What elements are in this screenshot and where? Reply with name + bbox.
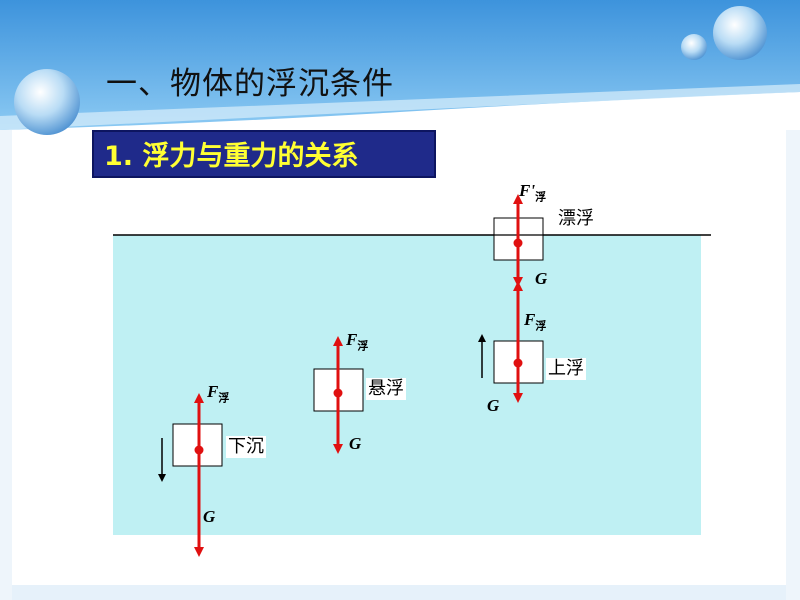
- rise-gravity-label: G: [487, 396, 500, 415]
- sink-gravity-label: G: [203, 507, 216, 526]
- bottom-edge: [0, 585, 800, 600]
- float-gravity-label: G: [535, 269, 548, 288]
- header-orb-right: [713, 6, 767, 60]
- sink-buoyancy-label: F浮: [207, 382, 230, 405]
- right-edge: [786, 130, 800, 600]
- header-orb-left: [14, 69, 80, 135]
- float-state-label: 漂浮: [558, 208, 594, 229]
- header-orb-small: [681, 34, 707, 60]
- suspend-gravity-label: G: [349, 434, 362, 453]
- rise-buoyancy-label: F浮: [524, 310, 547, 333]
- slide-subtitle: 1. 浮力与重力的关系: [104, 141, 359, 172]
- suspend-state-label: 悬浮: [366, 378, 406, 400]
- sink-state-label: 下沉: [226, 436, 266, 458]
- header-band: [0, 0, 800, 130]
- water-region: [113, 235, 701, 535]
- suspend-center-dot: [333, 388, 343, 398]
- slide-title: 一、物体的浮沉条件: [106, 66, 394, 102]
- rise-center-dot: [513, 358, 523, 368]
- float-center-dot: [513, 238, 523, 248]
- rise-state-label: 上浮: [546, 358, 586, 380]
- sink-center-dot: [194, 445, 204, 455]
- subtitle-box: [92, 130, 436, 178]
- left-edge: [0, 130, 12, 600]
- suspend-buoyancy-label: F浮: [346, 330, 369, 353]
- float-buoyancy-label: F'浮: [519, 181, 547, 204]
